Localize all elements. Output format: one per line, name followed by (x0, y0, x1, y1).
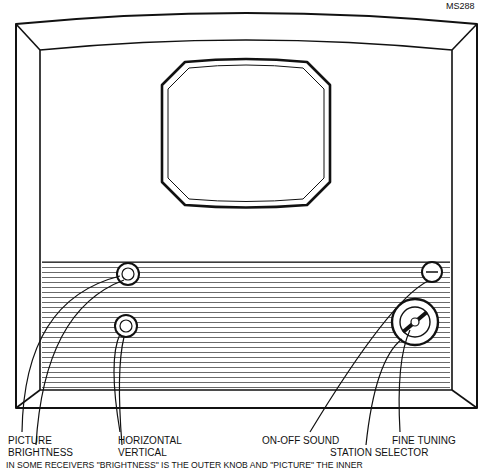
sound-knob (422, 262, 442, 282)
leader-line (22, 276, 120, 432)
leader-line (366, 339, 402, 445)
control-label: BRIGHTNESS (8, 447, 73, 458)
control-label: VERTICAL (118, 447, 167, 458)
cabinet-outline (16, 13, 477, 408)
screen-inner (168, 65, 324, 202)
note-text: IN SOME RECEIVERS "BRIGHTNESS" IS THE OU… (6, 461, 363, 470)
inner-knob (120, 320, 132, 332)
selector-bar (403, 312, 427, 332)
knob-centre (411, 318, 419, 326)
inner-knob (122, 268, 134, 280)
leader-line (36, 280, 124, 445)
knob-pointer (426, 271, 438, 273)
bevel-line (452, 390, 477, 408)
bevel-line (16, 390, 40, 408)
screen-outline (162, 59, 330, 208)
cabinet-frame (40, 40, 452, 390)
leader-line (399, 330, 410, 432)
grille-edge (42, 262, 450, 263)
control-label: STATION SELECTOR (330, 447, 428, 458)
drawing-number: MS288 (446, 2, 475, 12)
horizontal-vertical-knob (115, 315, 137, 337)
control-label: PICTURE (8, 435, 52, 446)
bevel-line (16, 24, 40, 50)
leader-line (310, 281, 428, 432)
control-label: ON-OFF SOUND (262, 435, 339, 446)
bevel-line (452, 24, 477, 50)
fine-tuning-knob (400, 307, 430, 337)
control-label: FINE TUNING (392, 435, 456, 446)
control-label: HORIZONTAL (118, 435, 182, 446)
leader-line (119, 337, 124, 445)
